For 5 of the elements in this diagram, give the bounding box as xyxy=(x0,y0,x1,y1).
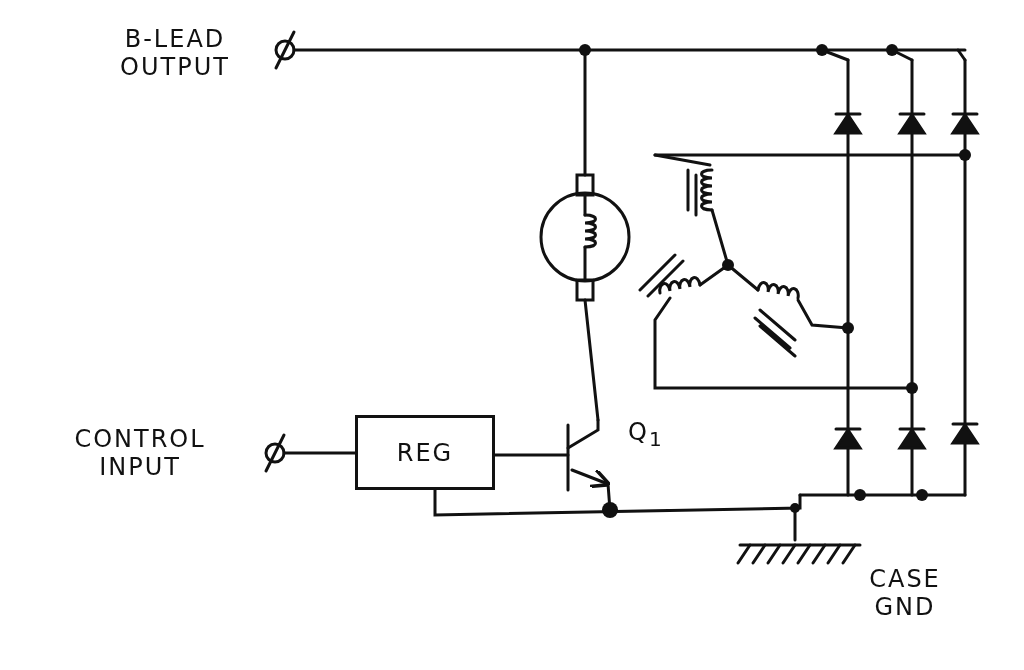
terminal-label: B-LEAD OUTPUT xyxy=(119,25,231,81)
component-label: Q$_{1}$ xyxy=(628,418,665,453)
ground-label: CASE GND xyxy=(868,565,942,621)
terminal-label: CONTROL INPUT xyxy=(73,425,207,481)
regulator-block: REG xyxy=(355,415,495,490)
